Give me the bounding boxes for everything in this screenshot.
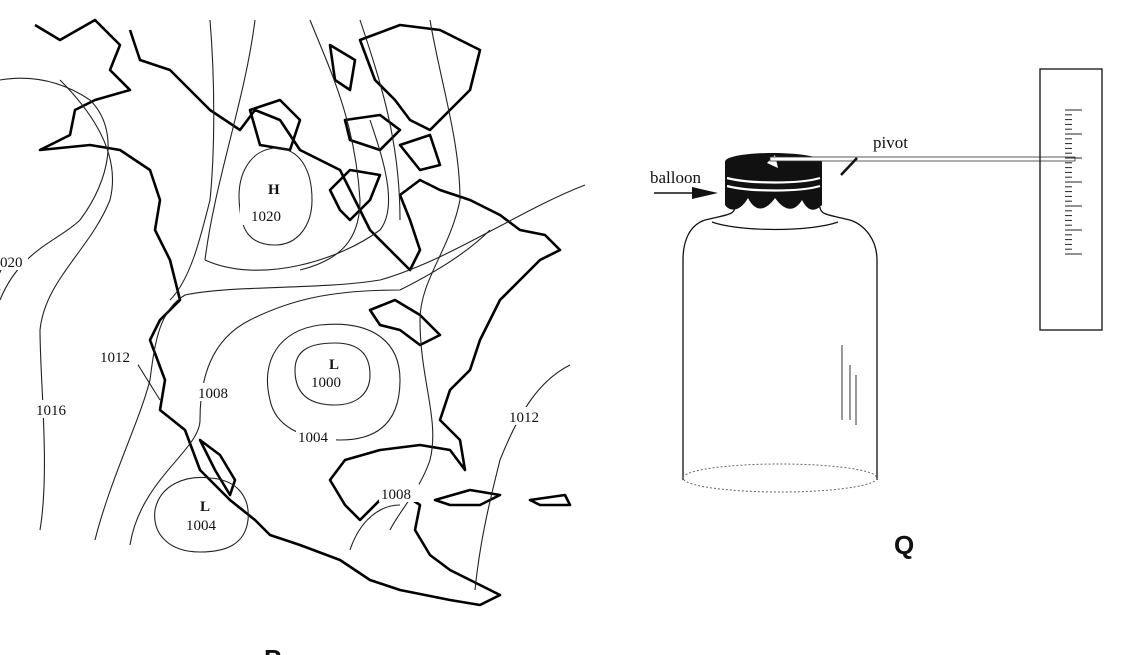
isobar-label: 1016: [36, 403, 67, 419]
caribbean-islands: [433, 488, 572, 507]
greenland: [358, 23, 482, 132]
scale-card: [1039, 68, 1103, 331]
weather-map: H 1020 L 1000 L 1004 020 1016 1012 1008 …: [0, 18, 586, 655]
isobar-label: 1012: [100, 350, 130, 366]
arctic-islands: [248, 43, 442, 222]
balloon-arrow-icon: [692, 187, 718, 199]
balloon-label: balloon: [650, 168, 701, 187]
high-pressure-value: 1020: [251, 209, 281, 225]
pivot-label: pivot: [873, 133, 908, 152]
isobar-label: 1008: [381, 487, 411, 503]
figure-label-q: Q: [894, 530, 914, 560]
pointer-straw: [769, 156, 1076, 162]
isobar-label: 1012: [509, 410, 539, 426]
low-pressure-symbol: L: [200, 499, 210, 515]
pivot-pointer-line: [840, 157, 858, 176]
baja-peninsula: [198, 438, 237, 497]
isobar-label: 020: [0, 255, 23, 271]
figure-label-p: P: [264, 644, 281, 655]
scale-ticks: [1065, 109, 1082, 255]
jar-barometer: balloon pivot Q: [650, 68, 1103, 560]
low-pressure-value: 1000: [311, 375, 341, 391]
jar-body: [682, 206, 878, 480]
coastline: [34, 18, 562, 607]
high-pressure-symbol: H: [268, 182, 280, 198]
isobars: [0, 19, 586, 591]
low-pressure-symbol: L: [329, 357, 339, 373]
low-pressure-value: 1004: [186, 518, 217, 534]
isobar-label: 1008: [198, 386, 228, 402]
isobar-label: 1004: [298, 430, 329, 446]
balloon-membrane: [725, 153, 822, 210]
great-lakes: [368, 298, 442, 347]
glass-reflection: [841, 345, 857, 425]
